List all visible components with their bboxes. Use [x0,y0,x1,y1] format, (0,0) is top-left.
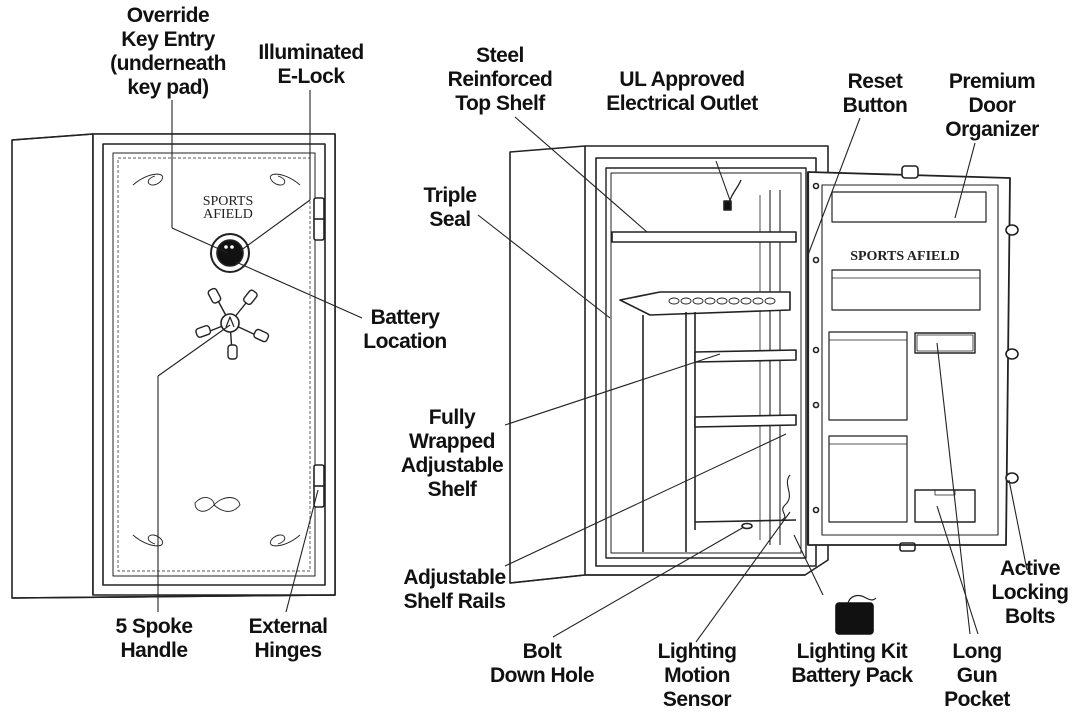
label-line: Handle [120,639,188,662]
label-line: Bolt [522,640,562,663]
label-line: Top Shelf [455,92,545,115]
label-line: Button [842,94,908,117]
label-line: Gun [956,664,998,687]
label-lighting-motion-sensor: Lighting Motion Sensor [642,640,752,712]
label-line: External [248,615,328,638]
label-override-key-entry: Override Key Entry (underneath key pad) [98,4,238,100]
label-line: Hinges [254,639,322,662]
label-line: Premium [948,70,1036,93]
label-line: Adjustable [403,566,506,589]
label-line: UL Approved [619,68,745,91]
label-line: Active [999,557,1061,580]
label-ul-electrical-outlet: UL Approved Electrical Outlet [596,68,768,116]
label-line: Motion [664,664,730,687]
label-illuminated-elock: Illuminated E-Lock [246,41,376,89]
label-line: Override [126,4,210,27]
label-premium-door-organizer: Premium Door Organizer [932,70,1052,142]
label-line: Organizer [945,118,1039,141]
label-line: Sensor [662,688,732,711]
open-safe [509,145,1019,635]
label-active-locking-bolts: Active Locking Bolts [982,557,1078,629]
label-line: E-Lock [277,65,345,88]
label-line: Seal [429,208,471,231]
label-line: (underneath [110,52,226,75]
label-line: Wrapped [409,430,495,453]
label-steel-reinforced-top-shelf: Steel Reinforced Top Shelf [440,44,560,116]
label-triple-seal: Triple Seal [410,184,490,232]
label-line: key pad) [127,76,209,99]
door-logo: SPORTS AFIELD [203,194,254,222]
door-logo-line2: AFIELD [203,207,253,222]
label-adjustable-shelf-rails: Adjustable Shelf Rails [392,566,517,614]
label-fully-wrapped-shelf: Fully Wrapped Adjustable Shelf [392,406,512,502]
label-reset-button: Reset Button [830,70,920,118]
label-line: Battery Pack [791,664,913,687]
label-line: Door [968,94,1017,117]
label-line: Battery [370,306,440,329]
label-line: Location [363,330,447,353]
leader-lines [157,90,1028,643]
label-line: Electrical Outlet [606,92,758,115]
label-line: Pocket [944,688,1010,711]
label-line: Locking [991,581,1069,604]
label-bolt-down-hole: Bolt Down Hole [484,640,600,688]
label-line: Down Hole [490,664,595,687]
label-line: Adjustable [400,454,504,477]
label-battery-location: Battery Location [350,306,460,354]
label-line: Lighting Kit [796,640,908,663]
label-line: Lighting [657,640,737,663]
label-external-hinges: External Hinges [238,615,338,663]
label-5-spoke-handle: 5 Spoke Handle [104,615,204,663]
door-logo-line1: SPORTS [203,194,254,209]
label-line: Steel [476,44,524,67]
label-line: Shelf Rails [403,590,506,613]
label-line: Illuminated [258,41,364,64]
label-lighting-kit-battery-pack: Lighting Kit Battery Pack [782,640,922,688]
label-line: Key Entry [121,28,215,51]
label-line: Triple [423,184,477,207]
label-line: Fully [428,406,476,429]
label-line: Reinforced [447,68,553,91]
closed-safe [11,133,336,599]
label-line: Bolts [1005,605,1056,628]
label-long-gun-pocket: Long Gun Pocket [932,640,1022,712]
label-line: Long [952,640,1002,663]
label-line: Shelf [427,478,477,501]
interior-logo: SPORTS AFIELD [850,249,960,264]
label-line: 5 Spoke [115,615,193,638]
spoke-handle-drawing [195,287,270,360]
label-line: Reset [847,70,903,93]
